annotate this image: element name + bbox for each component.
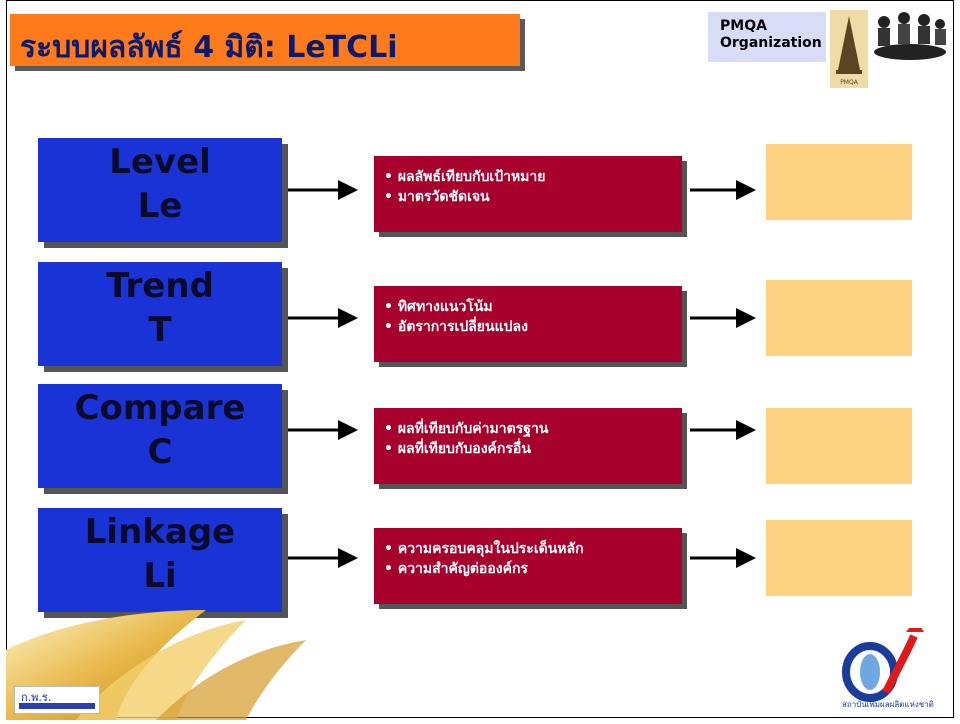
arrow-right-icon: [288, 180, 358, 200]
pmqa-badge: PMQA Organization: [708, 12, 826, 62]
result-box-level: [766, 144, 912, 220]
description-box-compare: • ผลที่เทียบกับค่ามาตรฐาน • ผลที่เทียบกั…: [374, 408, 682, 484]
description-point: • ผลที่เทียบกับค่ามาตรฐาน: [384, 421, 549, 437]
pmqa-badge-line1: PMQA: [720, 18, 767, 34]
title-banner: ระบบผลลัพธ์ 4 มิติ: LeTCLi: [10, 14, 520, 66]
description-point: • ความครอบคลุมในประเด็นหลัก: [384, 541, 584, 557]
pmqa-badge-line2: Organization: [720, 35, 822, 51]
pmqa-emblem-logo: PMQA: [830, 10, 868, 88]
dimension-name: Level: [109, 142, 211, 182]
description-box-linkage: • ความครอบคลุมในประเด็นหลัก • ความสำคัญต…: [374, 528, 682, 604]
description-point: • ผลลัพธ์เทียบกับเป้าหมาย: [384, 169, 546, 185]
svg-text:PMQA: PMQA: [840, 79, 859, 86]
dimension-code: T: [148, 310, 172, 350]
description-point: • มาตรวัดชัดเจน: [384, 189, 490, 205]
ocsc-logo-text: ก.พ.ร.: [21, 691, 52, 704]
dimension-code: Li: [143, 556, 177, 596]
arrow-right-icon: [690, 308, 756, 328]
ocsc-logo: ก.พ.ร.: [14, 686, 100, 714]
dimension-box-linkage: Linkage Li: [38, 508, 282, 612]
result-box-linkage: [766, 520, 912, 596]
dimension-box-compare: Compare C: [38, 384, 282, 488]
description-point: • ผลที่เทียบกับองค์กรอื่น: [384, 441, 531, 457]
result-box-trend: [766, 280, 912, 356]
description-point: • ทิศทางแนวโน้ม: [384, 299, 493, 315]
description-box-trend: • ทิศทางแนวโน้ม • อัตราการเปลี่ยนแปลง: [374, 286, 682, 362]
arrow-right-icon: [288, 420, 358, 440]
result-box-compare: [766, 408, 912, 484]
arrow-right-icon: [690, 180, 756, 200]
dimension-box-level: Level Le: [38, 138, 282, 242]
arrow-right-icon: [288, 308, 358, 328]
description-box-level: • ผลลัพธ์เทียบกับเป้าหมาย • มาตรวัดชัดเจ…: [374, 156, 682, 232]
dimension-code: Le: [137, 186, 183, 226]
slide-frame: [6, 0, 954, 718]
arrow-right-icon: [288, 548, 358, 568]
description-point: • อัตราการเปลี่ยนแปลง: [384, 319, 528, 335]
tpi-logo: [842, 628, 924, 702]
dimension-name: Trend: [106, 266, 214, 306]
tpi-logo-text: สถาบันเพิ่มผลผลิตแห่งชาติ: [842, 700, 934, 709]
slide-title: ระบบผลลัพธ์ 4 มิติ: LeTCLi: [20, 30, 398, 65]
dimension-name: Linkage: [84, 512, 236, 552]
meeting-photo: [870, 8, 950, 64]
dimension-code: C: [147, 432, 173, 472]
dimension-box-trend: Trend T: [38, 262, 282, 366]
dimension-name: Compare: [74, 388, 246, 428]
description-point: • ความสำคัญต่อองค์กร: [384, 561, 528, 577]
arrow-right-icon: [690, 548, 756, 568]
arrow-right-icon: [690, 420, 756, 440]
